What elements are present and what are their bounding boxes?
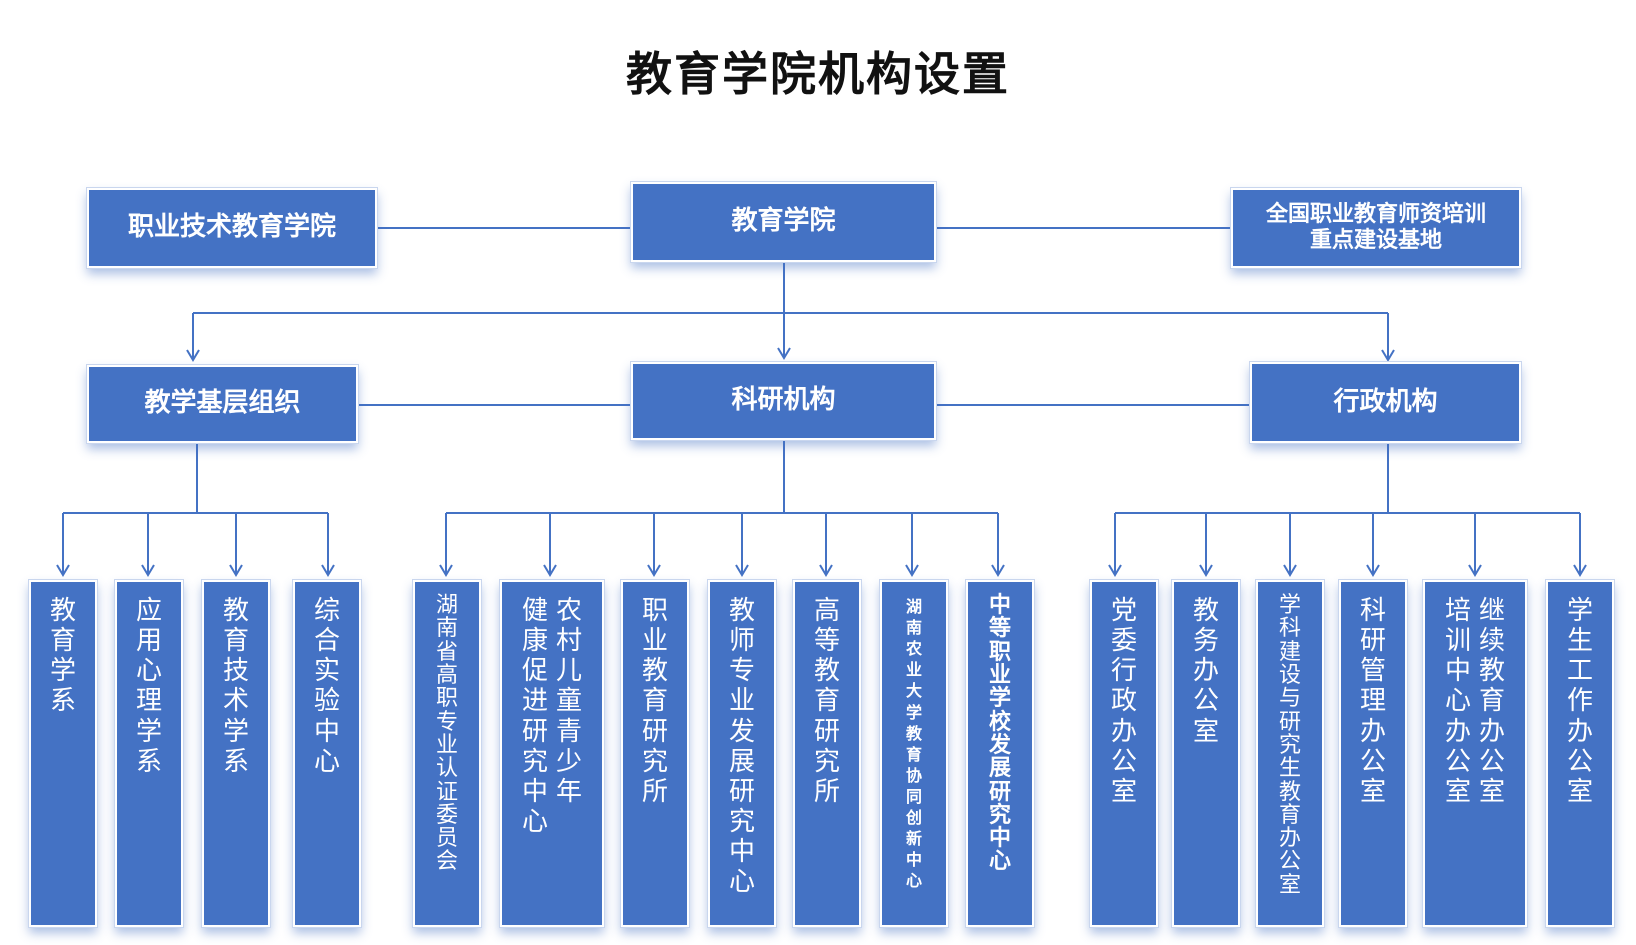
unit-label-column: 湖南省高职专业认证委员会 [435, 593, 458, 875]
unit-label: 教师专业发展研究中心 [729, 596, 755, 898]
unit-label-column: 中等职业学校发展研究中心 [988, 593, 1011, 875]
node-label-line2: 重点建设基地 [1309, 228, 1442, 253]
unit-label: 教务办公室 [1193, 596, 1219, 747]
unit-label-column: 科研管理办公室 [1359, 596, 1386, 807]
unit-teaching-3: 教育技术学系 [202, 580, 270, 927]
unit-research-1: 湖南省高职专业认证委员会 [413, 580, 481, 927]
unit-label-column: 学生工作办公室 [1566, 596, 1593, 807]
node-vocational-tech-college: 职业技术教育学院 [87, 188, 377, 268]
unit-label-column: 教务办公室 [1192, 596, 1219, 747]
node-label: 职业技术教育学院 [127, 212, 336, 243]
unit-teaching-4: 综合实验中心 [293, 580, 361, 927]
unit-research-6: 湖南农业大学教育协同创新中心 [880, 580, 948, 927]
unit-label-column: 教师专业发展研究中心 [728, 596, 755, 898]
unit-label-column: 教育学系 [49, 596, 76, 717]
unit-label: 学科建设与研究生教育办公室 [1279, 594, 1301, 897]
unit-label: 科研管理办公室 [1360, 596, 1386, 807]
unit-research-3: 职业教育研究所 [621, 580, 689, 927]
node-label: 教学基层组织 [144, 388, 301, 419]
unit-label: 湖南农业大学教育协同创新中心 [906, 596, 922, 892]
node-label: 教育学院 [731, 206, 836, 237]
node-label: 行政机构 [1333, 386, 1438, 417]
unit-admin-5: 继续教育办公室培训中心办公室 [1423, 580, 1527, 927]
unit-teaching-1: 教育学系 [29, 580, 97, 927]
unit-label: 党委行政办公室 [1111, 596, 1137, 807]
unit-admin-6: 学生工作办公室 [1546, 580, 1614, 927]
unit-research-7: 中等职业学校发展研究中心 [966, 580, 1034, 927]
unit-label-column: 职业教育研究所 [641, 596, 668, 807]
node-education-college: 教育学院 [631, 182, 936, 262]
unit-research-4: 教师专业发展研究中心 [708, 580, 776, 927]
unit-admin-3: 学科建设与研究生教育办公室 [1256, 580, 1324, 927]
chart-title: 教育学院机构设置 [626, 47, 1010, 101]
node-research-institutions: 科研机构 [631, 362, 936, 440]
unit-label: 应用心理学系 [136, 596, 162, 777]
unit-label-column: 教育技术学系 [222, 596, 249, 777]
unit-label: 学生工作办公室 [1567, 596, 1593, 807]
unit-label: 中等职业学校发展研究中心 [989, 594, 1011, 874]
unit-label: 继续教育办公室培训中心办公室 [1445, 596, 1505, 807]
node-admin-institutions: 行政机构 [1250, 362, 1521, 443]
node-national-training-base: 全国职业教育师资培训 重点建设基地 [1231, 188, 1521, 268]
unit-label-column: 党委行政办公室 [1110, 596, 1137, 807]
unit-label-column: 湖南农业大学教育协同创新中心 [905, 597, 922, 891]
unit-research-5: 高等教育研究所 [793, 580, 861, 927]
unit-label: 教育技术学系 [223, 596, 249, 777]
unit-teaching-2: 应用心理学系 [115, 580, 183, 927]
unit-admin-2: 教务办公室 [1172, 580, 1240, 927]
unit-label-column: 高等教育研究所 [813, 596, 840, 807]
unit-label-column: 培训中心办公室 [1444, 596, 1471, 807]
unit-label-column: 学科建设与研究生教育办公室 [1278, 593, 1301, 898]
node-label: 科研机构 [731, 385, 836, 416]
unit-admin-1: 党委行政办公室 [1090, 580, 1158, 927]
unit-label: 综合实验中心 [314, 596, 340, 777]
unit-label: 职业教育研究所 [642, 596, 668, 807]
unit-label-column: 综合实验中心 [313, 596, 340, 777]
unit-label-column: 继续教育办公室 [1479, 596, 1506, 807]
unit-label-column: 健康促进研究中心 [521, 596, 548, 838]
unit-admin-4: 科研管理办公室 [1339, 580, 1407, 927]
unit-label: 湖南省高职专业认证委员会 [436, 594, 458, 874]
unit-label: 高等教育研究所 [814, 596, 840, 807]
node-teaching-organization: 教学基层组织 [87, 365, 358, 443]
unit-label-column: 应用心理学系 [135, 596, 162, 777]
unit-label-column: 农村儿童青少年 [556, 596, 583, 807]
unit-label: 教育学系 [50, 596, 76, 717]
node-label-line1: 全国职业教育师资培训 [1265, 201, 1486, 227]
unit-research-2: 农村儿童青少年健康促进研究中心 [500, 580, 604, 927]
unit-label: 农村儿童青少年健康促进研究中心 [522, 596, 582, 837]
